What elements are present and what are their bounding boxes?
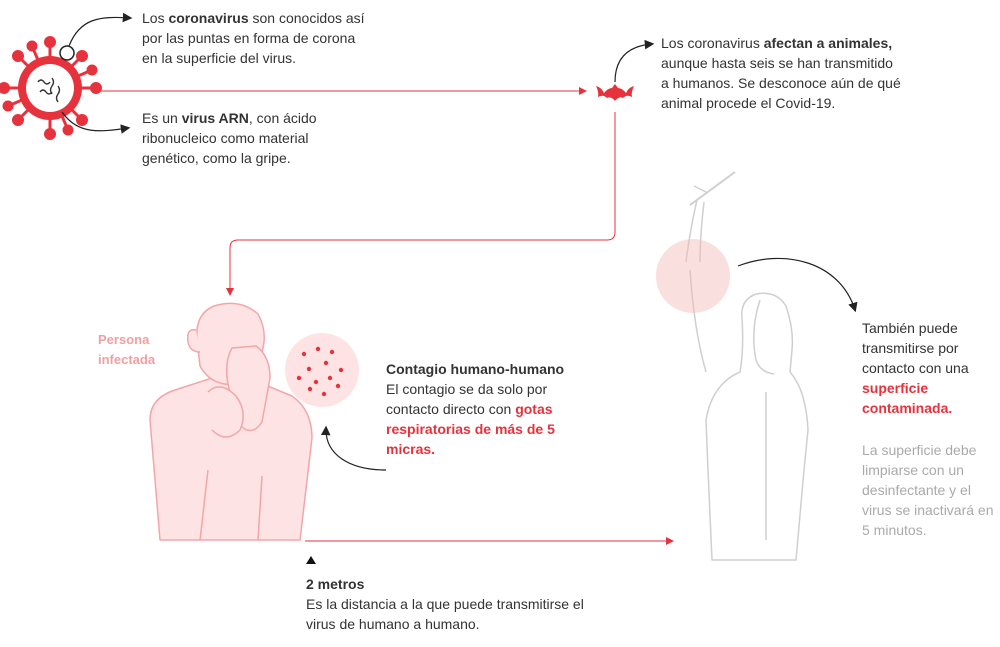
triangle-up-icon [306,556,316,564]
contagion-pointer [320,425,387,471]
distance-title: 2 metros [306,576,365,592]
contagion-title: Contagio humano-humano [386,361,565,377]
bat-icon [596,84,634,101]
contact-highlight [656,239,730,313]
virus-intro-pointer [68,12,133,47]
infected-person-figure [149,302,313,541]
bat-pointer [614,39,655,83]
virus-arn-pointer [61,111,131,134]
surface-pointer [737,257,858,313]
droplets-icon [285,333,359,407]
virus-intro-text: Los coronavirus son conocidos así por la… [142,10,365,66]
bat-to-person-connector [226,112,616,296]
woman-holding-strap-figure [685,171,809,561]
surface-text: También puede transmitirse por contacto … [862,320,969,416]
animals-text: Los coronavirus afectan a animales, aunq… [661,35,901,111]
virus-arn-text: Es un virus ARN, con ácido ribonucleico … [142,110,317,166]
surface-note: La superficie debe limpiarse con un desi… [862,442,994,538]
coronavirus-icon [0,36,102,140]
infected-label: Persona infectada [98,332,156,367]
